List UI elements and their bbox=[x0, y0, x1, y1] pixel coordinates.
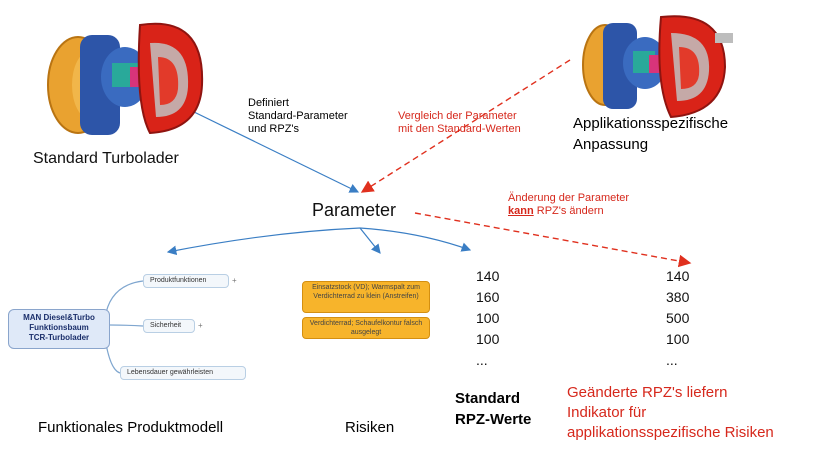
definiert-line-3: und RPZ's bbox=[248, 123, 300, 135]
vergleich-label: Vergleich der Parameter mit den Standard… bbox=[398, 110, 521, 136]
changed-rpz-value: 140 bbox=[666, 268, 690, 284]
arrow-parameter-to-produktmodell bbox=[166, 227, 361, 256]
standard-rpz-value: 100 bbox=[476, 310, 500, 326]
applikation-turbocharger-image bbox=[582, 15, 733, 119]
standard-rpz-value: 100 bbox=[476, 331, 500, 347]
aenderung-line-1: Änderung der Parameter bbox=[508, 192, 630, 204]
vergleich-line-2: mit den Standard-Werten bbox=[398, 123, 521, 135]
geaendert-line-2: Indikator für bbox=[567, 404, 647, 421]
mindmap-center-line-3: TCR-Turbolader bbox=[28, 333, 90, 342]
mindmap-branch-produktfunktionen: Produktfunktionen bbox=[143, 274, 229, 288]
standard-rpz-list: 140 160 100 100 ... bbox=[476, 266, 499, 371]
changed-rpz-list: 140 380 500 100 ... bbox=[666, 266, 689, 371]
geaendert-line-1: Geänderte RPZ's liefern bbox=[567, 384, 728, 401]
changed-rpz-value: ... bbox=[666, 352, 678, 368]
standard-rpz-label: Standard RPZ-Werte bbox=[455, 388, 531, 430]
changed-rpz-value: 380 bbox=[666, 289, 690, 305]
arrow-parameter-to-standard-rpz bbox=[359, 227, 472, 252]
funktionales-produktmodell-label: Funktionales Produktmodell bbox=[38, 419, 224, 436]
risiken-label: Risiken bbox=[345, 419, 395, 436]
definiert-line-2: Standard-Parameter bbox=[248, 110, 348, 122]
standard-rpz-label-line-2: RPZ-Werte bbox=[455, 411, 532, 428]
risk-box-2: Verdichterrad; Schaufelkontur falsch aus… bbox=[302, 317, 430, 339]
risk-box-1: Einsatzstock (VD); Warmspalt zum Verdich… bbox=[302, 281, 430, 313]
standard-rpz-value: 140 bbox=[476, 268, 500, 284]
applikation-label-line-1: Applikationsspezifische bbox=[573, 115, 729, 132]
mindmap-expand-icon-1: + bbox=[232, 276, 237, 285]
aenderung-kann: kann bbox=[508, 205, 534, 217]
definiert-line-1: Definiert bbox=[248, 97, 289, 109]
standard-rpz-value: ... bbox=[476, 352, 488, 368]
standard-rpz-label-line-1: Standard bbox=[455, 390, 521, 407]
mindmap-center-line-1: MAN Diesel&Turbo bbox=[23, 313, 95, 322]
mindmap-center-node: MAN Diesel&Turbo Funktionsbaum TCR-Turbo… bbox=[8, 309, 110, 349]
geaendert-line-3: applikationsspezifische Risiken bbox=[567, 424, 774, 441]
arrow-parameter-to-risiken bbox=[359, 227, 381, 254]
mindmap-branch-line-2 bbox=[109, 324, 144, 327]
arrow-applikation-to-parameter bbox=[360, 59, 571, 193]
mindmap-branch-line-1 bbox=[104, 280, 144, 319]
parameter-label: Parameter bbox=[312, 200, 397, 220]
applikation-label: Applikationsspezifische Anpassung bbox=[573, 113, 728, 155]
standard-rpz-value: 160 bbox=[476, 289, 500, 305]
changed-rpz-value: 100 bbox=[666, 331, 690, 347]
changed-rpz-value: 500 bbox=[666, 310, 690, 326]
applikation-label-line-2: Anpassung bbox=[573, 136, 649, 153]
standard-turbolader-label: Standard Turbolader bbox=[33, 150, 179, 167]
arrow-standard-to-parameter bbox=[189, 109, 360, 193]
mindmap-branch-sicherheit: Sicherheit bbox=[143, 319, 195, 333]
standard-turbocharger-image bbox=[47, 22, 204, 135]
mindmap-center-line-2: Funktionsbaum bbox=[29, 323, 89, 332]
mindmap-expand-icon-2: + bbox=[198, 321, 203, 330]
aenderung-line-2: kann RPZ's ändern bbox=[508, 205, 629, 218]
definiert-label: Definiert Standard-Parameter und RPZ's bbox=[248, 97, 348, 136]
mindmap-branch-lebensdauer: Lebensdauer gewährleisten bbox=[120, 366, 246, 380]
arrow-parameter-to-changed-rpz bbox=[414, 212, 692, 268]
geaendert-rpz-label: Geänderte RPZ's liefern Indikator für ap… bbox=[567, 383, 774, 443]
vergleich-line-1: Vergleich der Parameter bbox=[398, 110, 517, 122]
aenderung-rest: RPZ's ändern bbox=[533, 205, 604, 217]
aenderung-label: Änderung der Parameter kann RPZ's ändern bbox=[508, 192, 629, 218]
